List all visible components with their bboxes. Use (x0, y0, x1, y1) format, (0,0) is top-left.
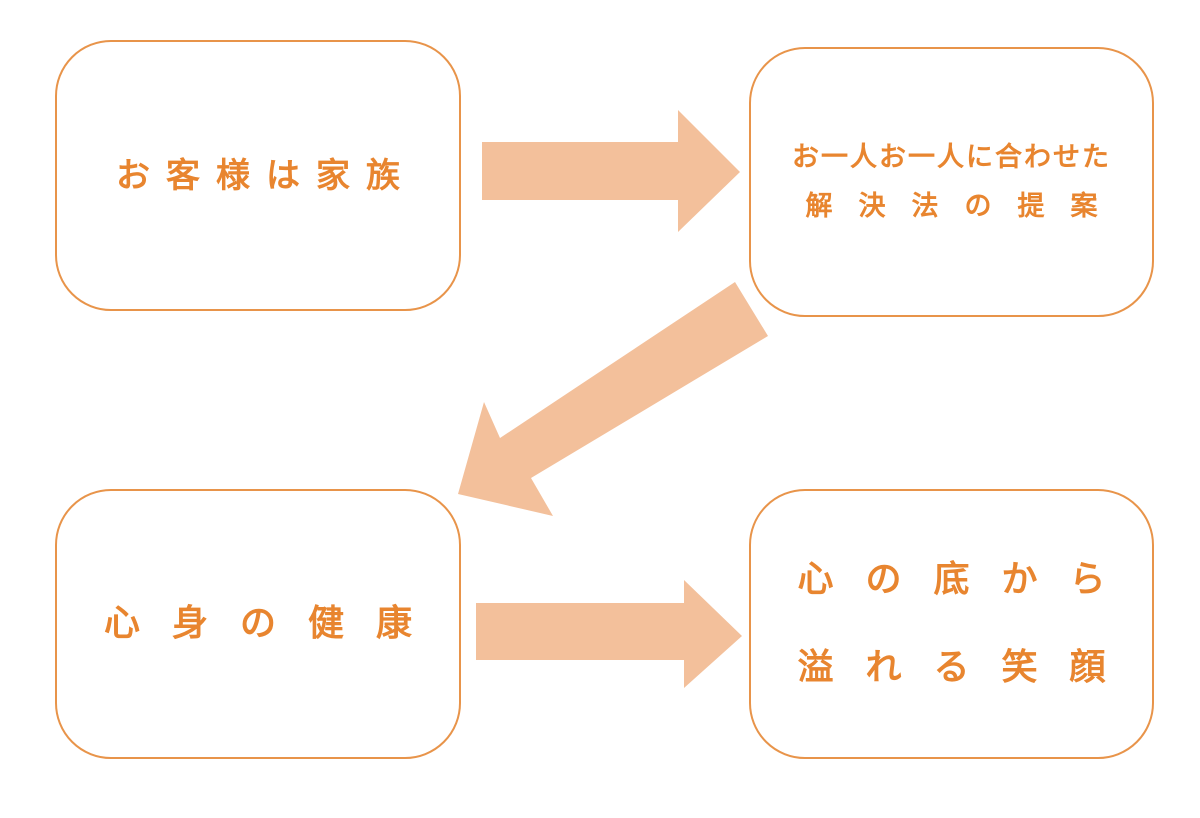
box-smile-text-line1: 心の底から (797, 559, 1138, 600)
box-health: 心身の健康 (55, 489, 461, 759)
arrow-family-to-solution (482, 110, 740, 232)
box-family: お客様は家族 (55, 40, 461, 311)
box-health-text: 心身の健康 (103, 603, 444, 644)
box-solution-text-line2: 解決法の提案 (805, 191, 1124, 222)
box-smile: 心の底から 溢れる笑顔 (749, 489, 1154, 759)
box-family-text: お客様は家族 (116, 155, 416, 196)
box-solution: お一人お一人に合わせた 解決法の提案 (749, 47, 1154, 317)
arrow-health-to-smile (476, 580, 742, 688)
box-smile-text-line2: 溢れる笑顔 (797, 647, 1138, 688)
arrow-solution-to-health (458, 282, 768, 516)
box-solution-text-line1: お一人お一人に合わせた (792, 142, 1111, 173)
